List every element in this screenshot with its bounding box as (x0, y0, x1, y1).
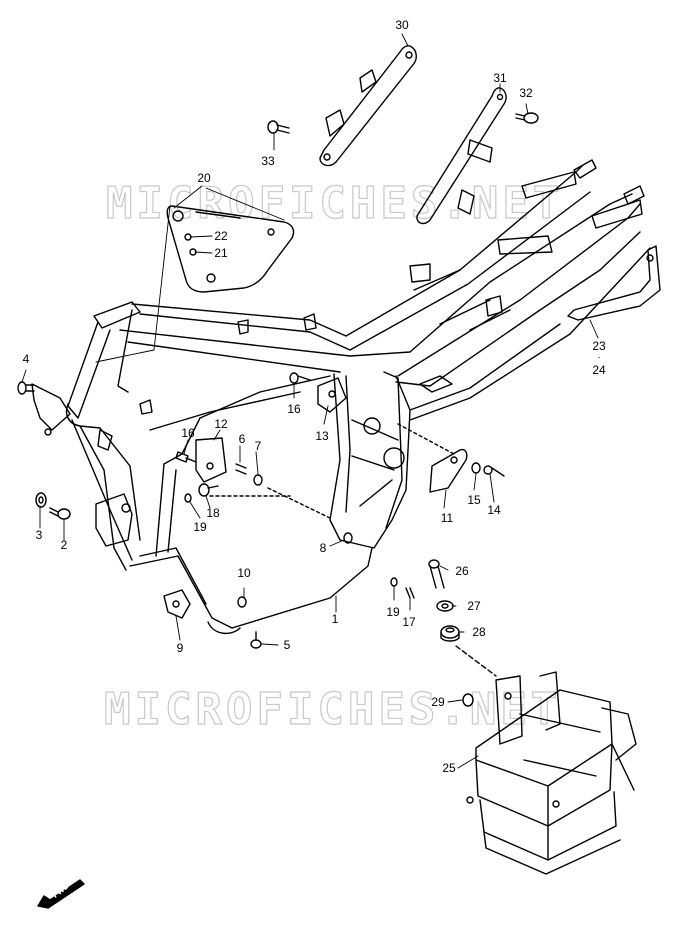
callout-1: 1 (331, 612, 339, 626)
washer-19-right (390, 577, 398, 587)
callout-29: 29 (431, 695, 445, 709)
bolt-32 (515, 112, 539, 124)
bolts-6-7 (235, 463, 263, 486)
callout-24: 24 (592, 363, 606, 377)
part-23-24-bracket (567, 245, 661, 321)
callout-19-left: 19 (193, 520, 207, 534)
callout-4: 4 (22, 352, 30, 366)
bolt-2 (49, 507, 71, 520)
callout-6: 6 (238, 432, 246, 446)
callout-dot: · (597, 352, 601, 363)
callout-28: 28 (472, 625, 486, 639)
washer-15 (471, 462, 481, 474)
callout-30: 30 (395, 18, 409, 32)
leader-7 (267, 487, 331, 519)
callout-20: 20 (197, 171, 211, 185)
callout-16-upper: 16 (287, 402, 301, 416)
callout-31: 31 (493, 71, 507, 85)
bolt-8 (343, 532, 353, 544)
part-20-plate (166, 205, 295, 293)
callout-14: 14 (487, 503, 501, 517)
part-12-bracket (195, 437, 227, 483)
bolt-29 (462, 693, 474, 707)
bolt-18 (198, 483, 219, 497)
callout-17: 17 (402, 615, 416, 629)
callout-27: 27 (467, 599, 481, 613)
callout-19-right: 19 (386, 605, 400, 619)
washer-27 (436, 600, 454, 612)
part-9-bracket (163, 589, 191, 619)
part-11-bracket (429, 448, 468, 493)
bolt-19-left (184, 493, 192, 503)
engine-mount-left (95, 493, 133, 547)
callout-21: 21 (214, 246, 228, 260)
callout-3: 3 (35, 528, 43, 542)
leader-28 (455, 645, 497, 677)
watermark-top: MICROFICHES.NET (105, 177, 564, 229)
callout-23: 23 (592, 339, 606, 353)
callout-15: 15 (467, 493, 481, 507)
bolt-16-right (289, 372, 311, 384)
bracket-left (31, 383, 71, 436)
callout-7: 7 (254, 439, 262, 453)
callout-12: 12 (214, 417, 228, 431)
bolt-16-left (175, 451, 197, 463)
callout-16-lower: 16 (181, 426, 195, 440)
bolt-10 (237, 596, 247, 608)
callout-32: 32 (519, 86, 533, 100)
leader-lines (21, 33, 599, 769)
callout-25: 25 (442, 761, 456, 775)
part-31-bracket (416, 87, 507, 225)
part-30-bracket (319, 45, 417, 167)
callout-33: 33 (261, 154, 275, 168)
bolt-17 (405, 587, 415, 599)
bolt-33 (267, 120, 290, 134)
bolt-14 (483, 465, 505, 477)
leader-11 (397, 423, 455, 455)
washer-3 (35, 492, 47, 508)
callout-18: 18 (206, 506, 220, 520)
bolt-26 (428, 559, 445, 589)
callout-8: 8 (319, 541, 327, 555)
bolt-5 (250, 631, 262, 649)
fwd-arrow-icon (37, 879, 85, 909)
part-25-battery-box (466, 671, 637, 875)
callout-11: 11 (440, 511, 454, 525)
callout-13: 13 (315, 429, 329, 443)
callout-22: 22 (214, 229, 228, 243)
grommet-28 (440, 625, 460, 642)
callout-2: 2 (60, 538, 68, 552)
part-13-bracket (317, 377, 347, 413)
callout-9: 9 (176, 641, 184, 655)
callout-5: 5 (283, 638, 291, 652)
watermark-bottom: MICROFICHES.NET (103, 683, 562, 735)
main-frame (65, 159, 651, 635)
callout-10: 10 (237, 566, 251, 580)
callout-26: 26 (455, 564, 469, 578)
